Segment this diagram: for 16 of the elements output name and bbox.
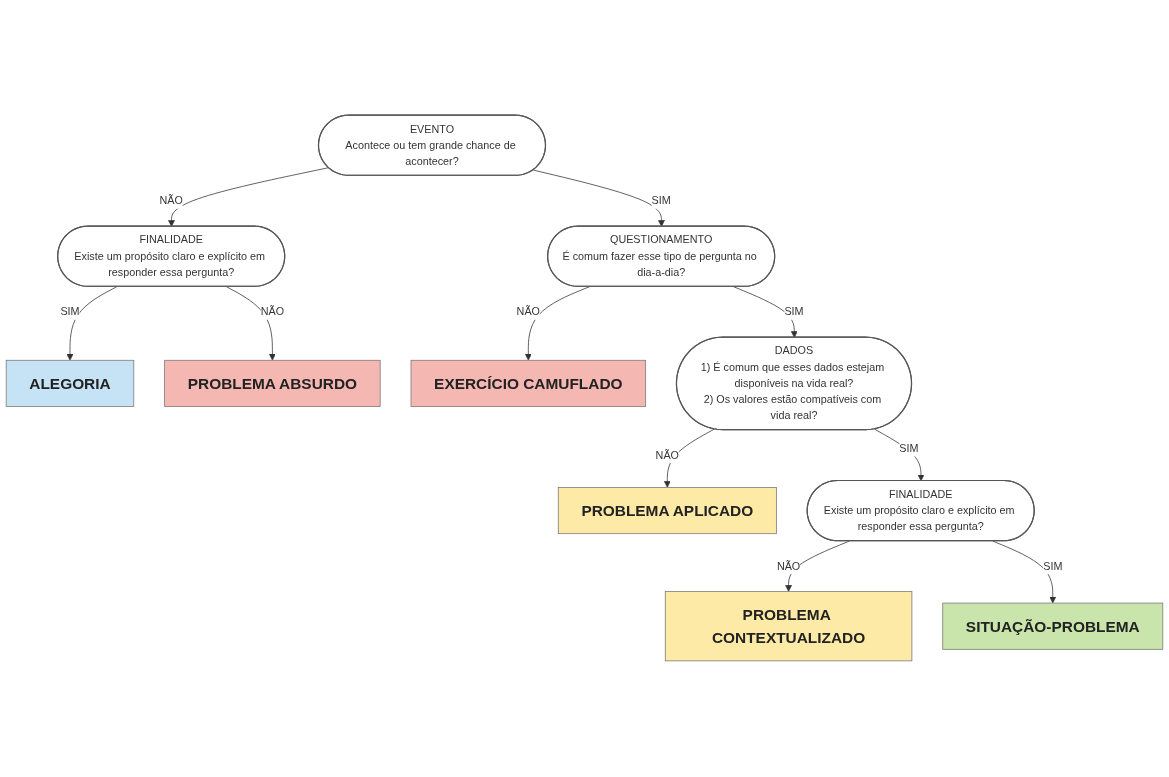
edge-label: NÃO xyxy=(776,559,801,573)
edge-label: NÃO xyxy=(159,194,183,207)
edge-label: SIM xyxy=(899,442,919,455)
edge-label: SIM xyxy=(651,194,671,207)
node-box: PROBLEMA ABSURDO xyxy=(164,360,381,408)
edge-label: NÃO xyxy=(655,449,680,462)
node-box: ALEGORIA xyxy=(5,360,135,408)
node-box: SITUAÇÃO-PROBLEMA xyxy=(942,603,1164,651)
edge-label: NÃO xyxy=(516,305,541,318)
edge-label: SIM xyxy=(784,305,804,318)
edge-label: SIM xyxy=(1043,559,1063,573)
edge-label: SIM xyxy=(60,305,80,318)
node-box: EXERCÍCIO CAMUFLADO xyxy=(410,360,647,408)
node-box: PROBLEMA APLICADO xyxy=(557,487,777,535)
edge-label: NÃO xyxy=(260,305,285,318)
node-box: PROBLEMA CONTEXTUALIZADO xyxy=(664,591,913,662)
